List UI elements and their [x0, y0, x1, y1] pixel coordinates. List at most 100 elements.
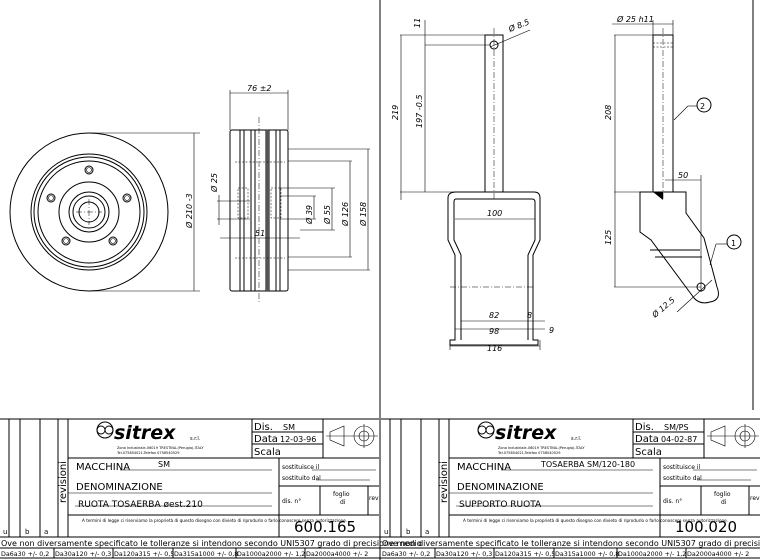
- tolerance-range: Da30a120 +/- 0,3: [55, 551, 111, 558]
- macchina-value: TOSAERBA SM/120-180: [540, 460, 635, 469]
- logo-suffix: s.r.l.: [190, 436, 201, 442]
- dim-d125: 125: [604, 230, 613, 245]
- company-phone: Tel.075854021-Telefax 0758540529: [497, 451, 560, 455]
- rev-label: rev: [369, 495, 379, 502]
- macchina-label: MACCHINA: [76, 462, 130, 473]
- title-block-right: sitrex s.r.l. Zona Industriale-06019 TREST…: [381, 418, 760, 537]
- data-label: Data: [254, 434, 278, 445]
- dim-d126: Ø 126: [340, 202, 350, 227]
- company-address: Zona Industriale-06019 TRESTINA-(Perugia…: [117, 446, 204, 450]
- dim-d11: 11: [413, 18, 422, 28]
- dim-d100: 100: [487, 209, 502, 218]
- dis-value: SM/PS: [664, 423, 689, 432]
- revision-mark: b: [25, 528, 30, 536]
- revisioni-label: revisioni: [58, 461, 69, 503]
- dim-d9: 9: [549, 326, 554, 335]
- revision-mark: a: [425, 528, 429, 536]
- tolerance-note-right: Ove non diversamente specificato le toll…: [382, 539, 760, 548]
- dim-width: 76 ±2: [247, 84, 272, 93]
- wheel-front-view: [9, 132, 200, 292]
- support-front-view: [400, 20, 545, 350]
- macchina-label: MACCHINA: [457, 462, 511, 473]
- bolt-icon: [46, 165, 132, 246]
- balloon-2: 2: [696, 97, 712, 113]
- projection-symbol-icon: [329, 425, 345, 447]
- balloon-2-label: 2: [700, 102, 705, 111]
- dim-d50: 50: [678, 171, 688, 180]
- tolerance-range: Da2000a4000 +/- 2: [306, 551, 368, 558]
- data-value: 04-02-87: [661, 435, 697, 444]
- scala-label: Scala: [635, 447, 662, 458]
- dim-d98: 98: [489, 327, 499, 336]
- tolerance-range: Da315a1000 +/- 0,8: [555, 551, 619, 558]
- dim-d82: 82: [489, 311, 499, 320]
- tolerance-range: Da6a30 +/- 0,2: [1, 551, 49, 558]
- legal-notice: A termini di legge ci riserviamo la prop…: [463, 518, 728, 523]
- sostituisce-label: sostituisce il: [663, 464, 700, 471]
- dim-d219: 219: [391, 105, 400, 120]
- di-label: di: [340, 499, 346, 506]
- dis-value: SM: [283, 423, 295, 432]
- tolerance-range: Da2000a4000 +/- 2: [687, 551, 749, 558]
- logo-brand: sitrex: [114, 422, 176, 444]
- dim-d25h11: Ø 25 h11: [616, 14, 654, 24]
- company-phone: Tel.075854021-Telefax 0758540529: [116, 451, 179, 455]
- company-address: Zona Industriale-06019 TRESTINA-(Perugia…: [498, 446, 585, 450]
- tolerance-range: Da6a30 +/- 0,2: [382, 551, 430, 558]
- wheel-side-view: [217, 90, 370, 302]
- logo-brand: sitrex: [495, 422, 557, 444]
- denominazione-label: DENOMINAZIONE: [76, 482, 163, 493]
- sitrex-logo: sitrex s.r.l.: [477, 421, 582, 444]
- revision-mark: u: [3, 528, 7, 536]
- balloon-1: 1: [726, 234, 742, 250]
- tolerance-range: Da315a1000 +/- 0,8: [174, 551, 238, 558]
- dim-d25: Ø 25: [209, 173, 219, 193]
- dim-d125b: Ø 12.5: [649, 295, 677, 320]
- rev-label: rev: [750, 495, 760, 502]
- tolerance-range: Da120a315 +/- 0,5: [495, 551, 555, 558]
- dis-label: Dis.: [254, 422, 273, 433]
- dim-d158: Ø 158: [358, 202, 368, 227]
- data-value: 12-03-96: [280, 435, 316, 444]
- tolerance-range: Da120a315 +/- 0,5: [114, 551, 174, 558]
- data-label: Data: [635, 434, 659, 445]
- dis-n-label: dis. n°: [663, 498, 682, 505]
- foglio-label: foglio: [333, 491, 350, 498]
- title-block-left: sitrex s.r.l. Zona Industriale-06019 TREST…: [0, 418, 379, 537]
- legal-notice: A termini di legge ci riserviamo la prop…: [82, 518, 347, 523]
- di-label: di: [721, 499, 727, 506]
- dim-d197: 197 -0.5: [415, 95, 424, 128]
- dim-w51: 51: [255, 229, 265, 238]
- revision-mark: b: [406, 528, 411, 536]
- balloon-1-label: 1: [731, 239, 736, 248]
- revision-mark: u: [384, 528, 388, 536]
- revision-mark: a: [44, 528, 48, 536]
- tolerance-note-left: Ove non diversamente specificato le toll…: [1, 539, 422, 548]
- revisioni-label: revisioni: [439, 461, 450, 503]
- scala-label: Scala: [254, 447, 281, 458]
- tolerance-range: Da30a120 +/- 0,3: [436, 551, 492, 558]
- dim-d208: 208: [604, 105, 613, 120]
- dim-d8: 8: [527, 311, 532, 320]
- drawing-number: 100.020: [675, 518, 737, 536]
- sostituisce-label: sostituisce il: [282, 464, 319, 471]
- dis-n-label: dis. n°: [282, 498, 301, 505]
- dim-d39: Ø 39: [304, 205, 314, 225]
- dim-d210: Ø 210 -3: [184, 193, 194, 229]
- tolerance-range: Da1000a2000 +/- 1,2: [237, 551, 305, 558]
- sostituito-label: sostituito dal: [663, 475, 702, 482]
- projection-symbol-icon: [710, 425, 726, 447]
- support-side-view: [612, 20, 727, 313]
- drawing-number: 600.165: [294, 518, 356, 536]
- denominazione-label: DENOMINAZIONE: [457, 482, 544, 493]
- denominazione-value: SUPPORTO RUOTA: [459, 500, 542, 510]
- logo-suffix: s.r.l.: [571, 436, 582, 442]
- dim-d116: 116: [487, 344, 502, 353]
- sitrex-logo: sitrex s.r.l.: [96, 421, 201, 444]
- tolerance-range: Da1000a2000 +/- 1,2: [618, 551, 686, 558]
- foglio-label: foglio: [714, 491, 731, 498]
- dis-label: Dis.: [635, 422, 654, 433]
- macchina-value: SM: [158, 460, 170, 469]
